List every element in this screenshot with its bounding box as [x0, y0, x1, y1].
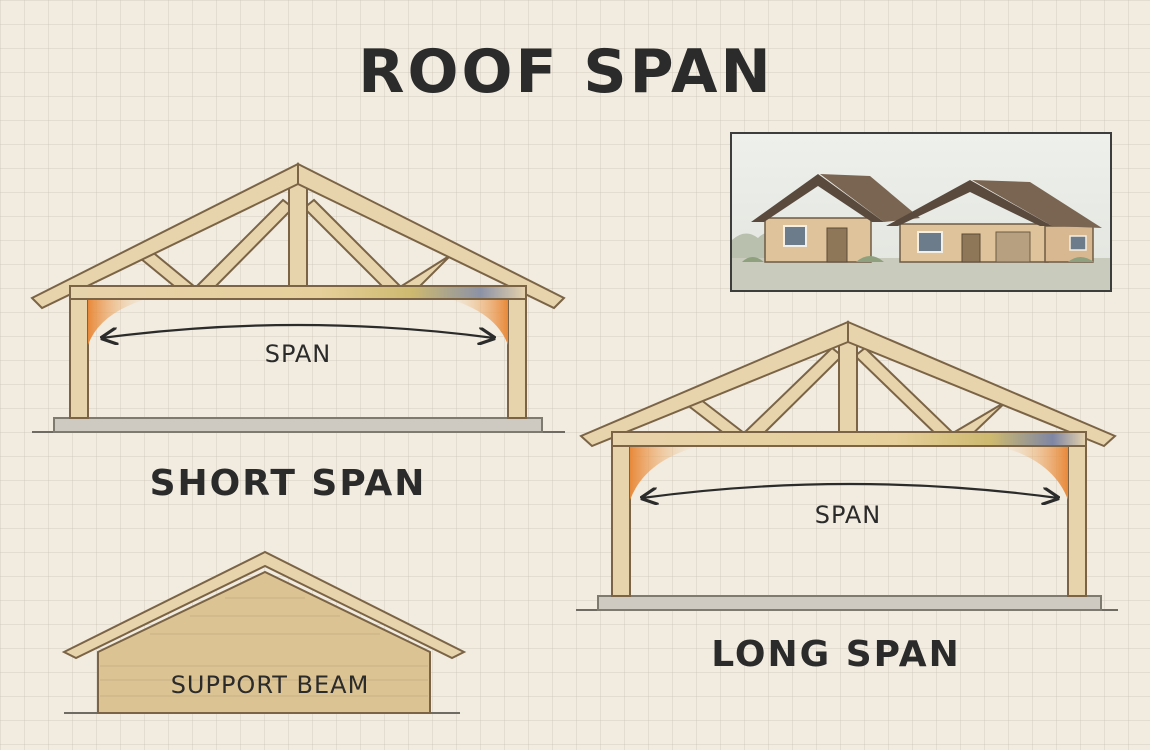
stress-bracket-right [998, 446, 1068, 500]
short-span-caption: SHORT SPAN [150, 463, 427, 504]
span-arrow [642, 482, 1058, 498]
window-icon [1069, 235, 1087, 251]
right-rafter [847, 320, 1117, 448]
house-right [886, 180, 1102, 263]
span-arrow [102, 323, 494, 338]
garage-door-icon [995, 231, 1031, 263]
gable-roof [61, 550, 467, 660]
support-beam-gable: SUPPORT BEAM [61, 550, 467, 714]
stress-bracket-left [630, 446, 700, 500]
window-icon [783, 225, 807, 247]
king-post [288, 179, 308, 289]
gable-wall [97, 570, 431, 714]
tie-beam [69, 285, 527, 300]
page-title: ROOF SPAN [358, 37, 773, 107]
lawn [732, 258, 1110, 290]
foundation-slab [597, 595, 1102, 611]
right-rafter [297, 162, 566, 310]
house-left [751, 174, 920, 263]
door-icon [961, 233, 981, 263]
king-post [838, 335, 858, 437]
tie-beam [611, 431, 1087, 447]
foundation-slab [53, 417, 543, 433]
window-icon [917, 231, 943, 253]
span-label: SPAN [815, 501, 882, 529]
stress-bracket-right [446, 298, 508, 345]
right-post [1067, 443, 1087, 597]
long-span-truss: SPAN [576, 320, 1118, 611]
short-span-truss: SPAN [30, 162, 566, 433]
siding-lines [100, 597, 428, 697]
house-scene [730, 132, 1112, 292]
span-label: SPAN [265, 340, 332, 368]
left-post [69, 295, 89, 419]
stress-bracket-left [88, 298, 150, 345]
long-span-caption: LONG SPAN [711, 634, 960, 675]
door-icon [826, 227, 848, 263]
support-beam-label: SUPPORT BEAM [171, 671, 370, 699]
right-post [507, 295, 527, 419]
left-post [611, 443, 631, 597]
